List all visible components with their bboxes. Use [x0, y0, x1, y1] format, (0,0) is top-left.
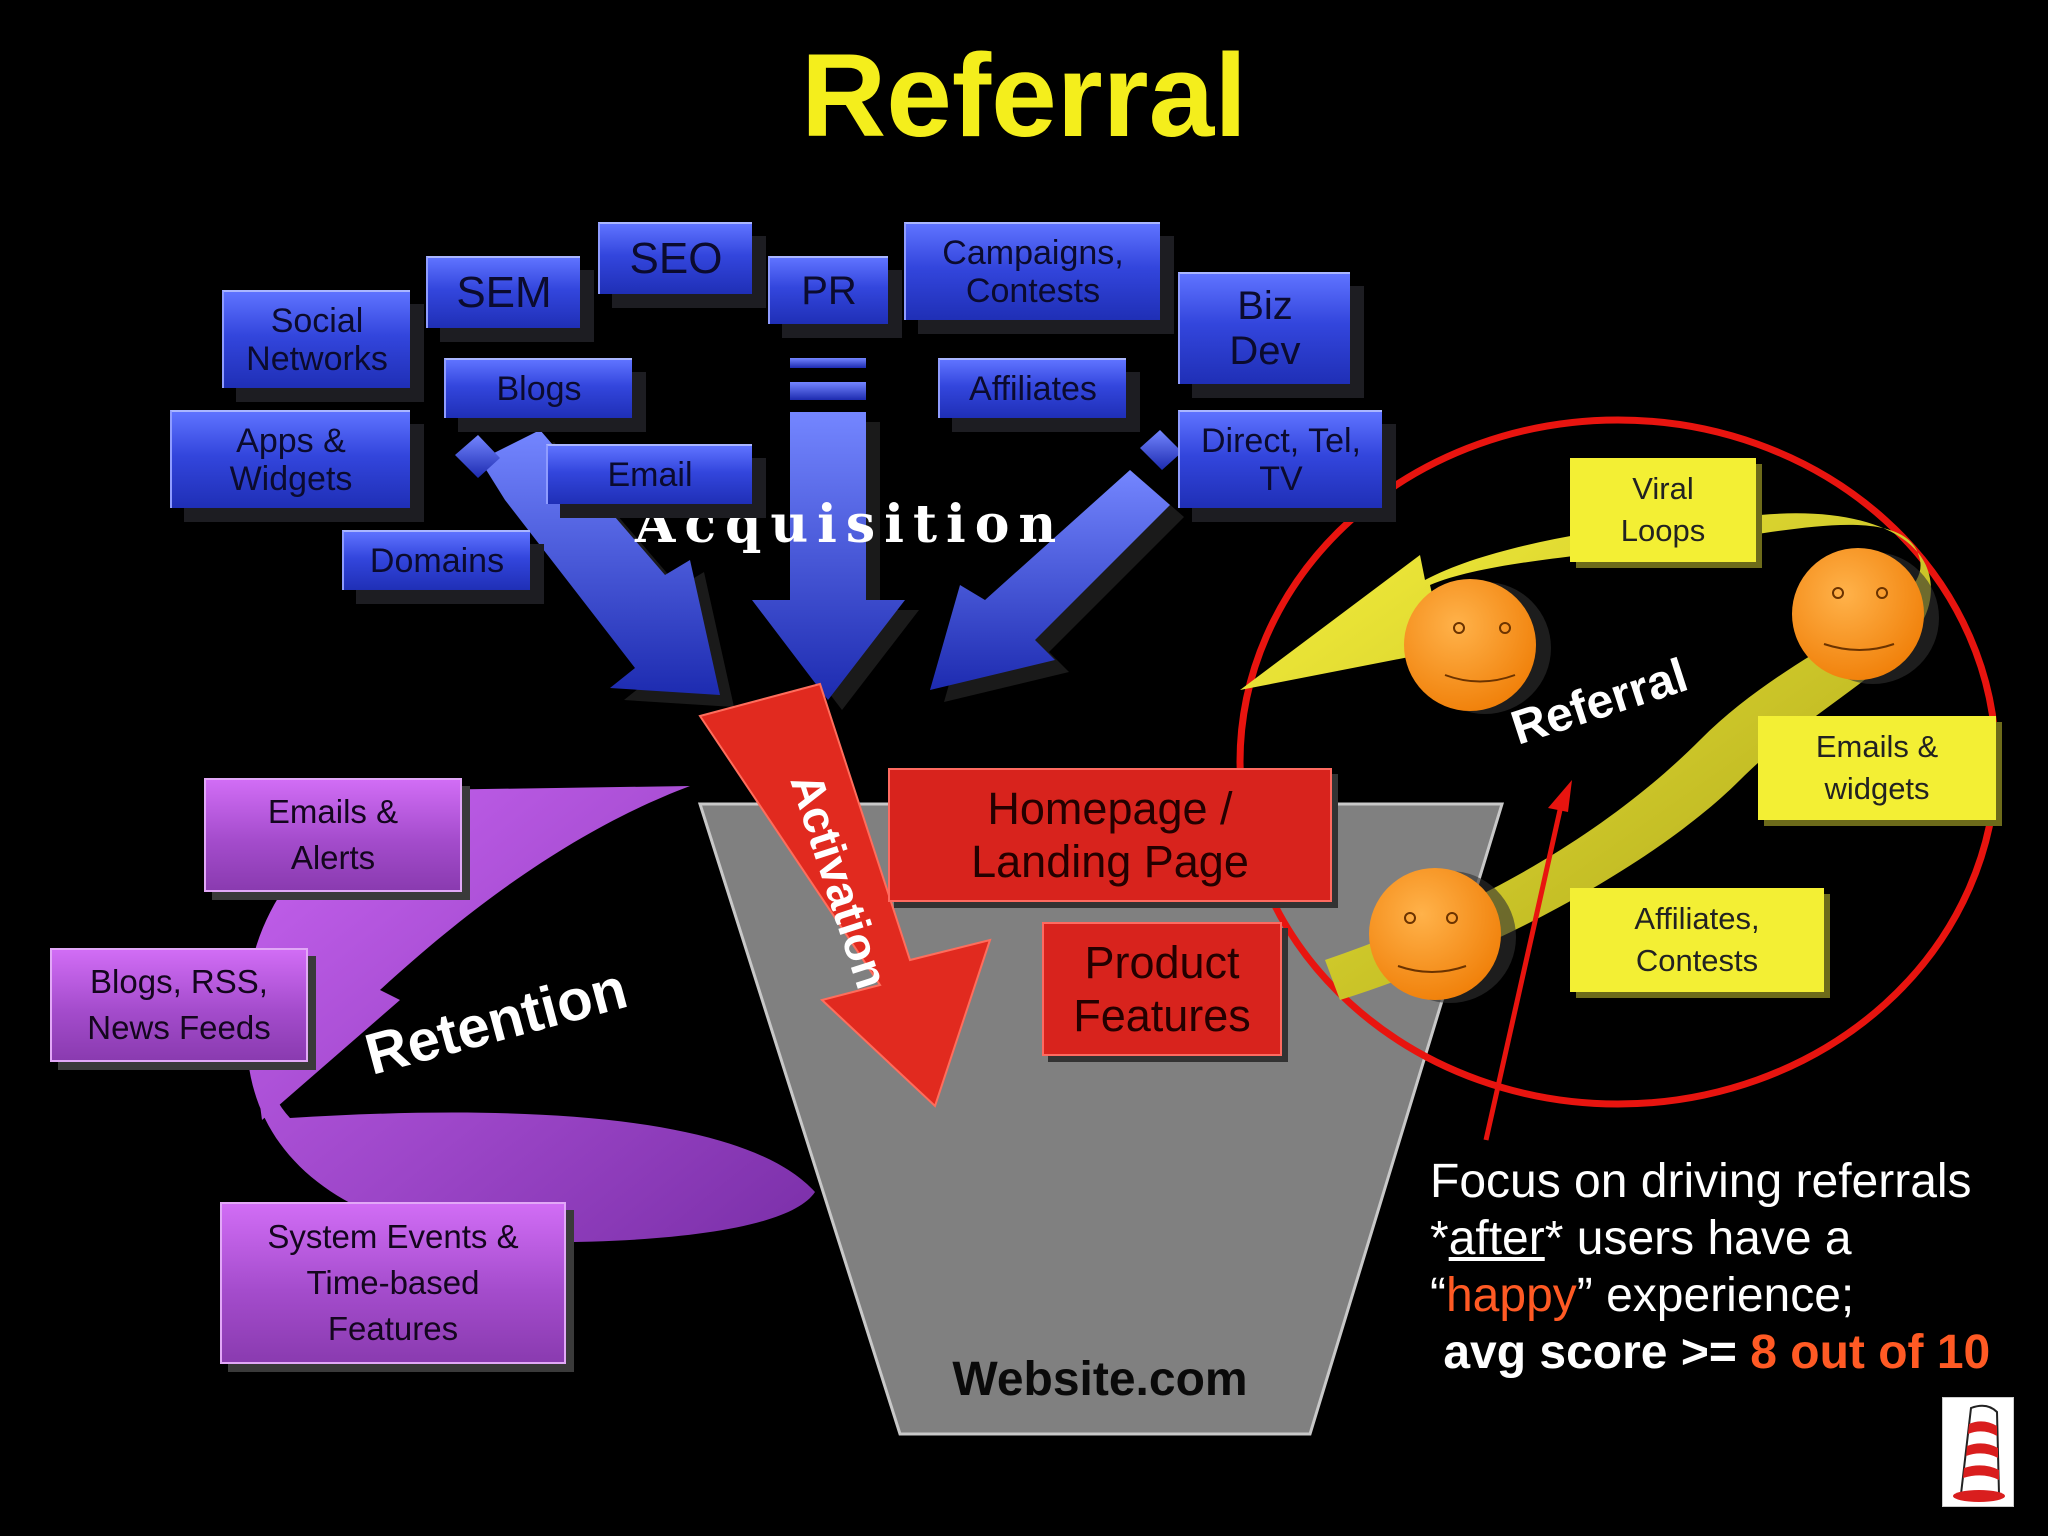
channel-social-networks: Social Networks	[222, 290, 410, 388]
retention-emails-alerts: Emails & Alerts	[204, 778, 462, 892]
channel-apps-widgets: Apps & Widgets	[170, 410, 410, 508]
acquisition-label: Acquisition	[634, 494, 1065, 555]
referral-affiliates-contests: Affiliates, Contests	[1570, 888, 1824, 992]
product-features-box: Product Features	[1042, 922, 1282, 1056]
channel-campaigns-contests: Campaigns, Contests	[904, 222, 1160, 320]
note-score-value: 8 out of 10	[1750, 1326, 1991, 1379]
note-line-2: *after* users have a	[1430, 1210, 2030, 1267]
note-line-1: Focus on driving referrals	[1430, 1155, 1972, 1208]
channel-email: Email	[546, 444, 752, 504]
note-after-word: after	[1448, 1212, 1545, 1265]
cat-in-hat-logo-icon	[1942, 1397, 2014, 1507]
note-line-3-rest: ” experience;	[1576, 1269, 1855, 1322]
channel-sem: SEM	[426, 256, 580, 328]
smiley-face-icon	[1369, 868, 1516, 1003]
website-label: Website.com	[952, 1353, 1247, 1406]
note-line-2-rest: * users have a	[1544, 1212, 1852, 1265]
retention-system-events: System Events & Time-based Features	[220, 1202, 566, 1364]
channel-blogs: Blogs	[444, 358, 632, 418]
channel-affiliates: Affiliates	[938, 358, 1126, 418]
referral-viral-loops: Viral Loops	[1570, 458, 1756, 562]
retention-arrow	[240, 786, 815, 1243]
channel-pr: PR	[768, 256, 888, 324]
note-open-quote: “	[1430, 1269, 1446, 1322]
channel-biz-dev: Biz Dev	[1178, 272, 1350, 384]
channel-direct-tel-tv: Direct, Tel, TV	[1178, 410, 1382, 508]
retention-blogs-rss: Blogs, RSS, News Feeds	[50, 948, 308, 1062]
smiley-face-icon	[1404, 579, 1551, 714]
note-happy-word: happy	[1445, 1269, 1577, 1322]
smiley-face-icon	[1792, 548, 1939, 684]
note-line-4: avg score >= 8 out of 10	[1430, 1324, 2030, 1381]
referral-focus-note: Focus on driving referrals *after* users…	[1430, 1153, 2030, 1381]
acquisition-arrows	[455, 358, 1184, 710]
homepage-landing-page-box: Homepage / Landing Page	[888, 768, 1332, 902]
referral-circle	[1236, 416, 2000, 1108]
retention-label: Retention	[359, 956, 634, 1088]
note-line-3: “happy” experience;	[1430, 1267, 2030, 1324]
channel-seo: SEO	[598, 222, 752, 294]
note-avg-score: avg score >=	[1443, 1326, 1737, 1379]
note-pointer-line	[1483, 809, 1563, 1141]
note-asterisk-open: *	[1430, 1212, 1449, 1265]
activation-arrow	[698, 682, 992, 1108]
referral-emails-widgets: Emails & widgets	[1758, 716, 1996, 820]
channel-domains: Domains	[342, 530, 530, 590]
slide-title: Referral	[800, 30, 1247, 162]
